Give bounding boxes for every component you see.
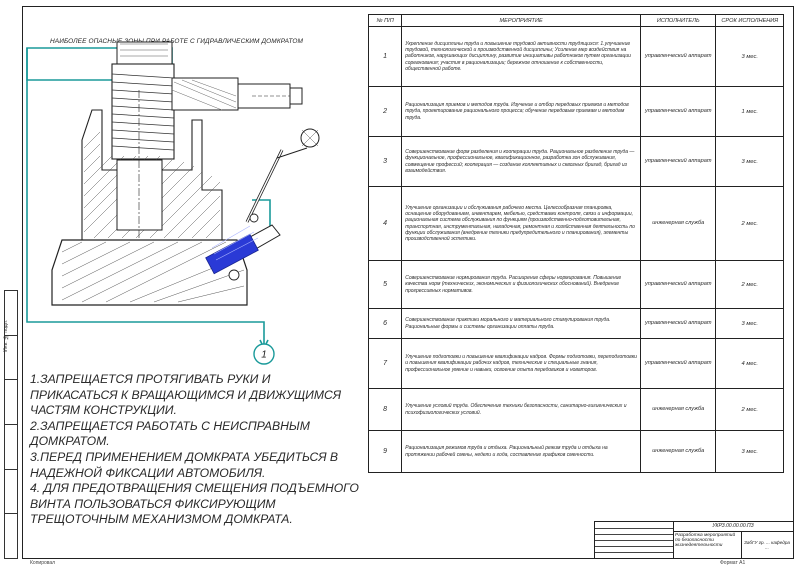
row-num: 4 [367, 186, 403, 261]
sidebar-stamp [4, 290, 18, 559]
organization: ЗабГУ гр. ... кафедра ... [744, 540, 790, 550]
title-block-signatures [595, 522, 674, 558]
document-name: Разработка мероприятий по безопасности ж… [675, 533, 736, 549]
row-text: Рационализация приемов и методов труда. … [401, 86, 641, 137]
rule-item: 4. ДЛЯ ПРЕДОТВРАЩЕНИЯ СМЕЩЕНИЯ ПОДЪЕМНОГ… [30, 481, 359, 527]
row-exec: управленческий аппарат [639, 136, 717, 187]
header-executor: ИСПОЛНИТЕЛЬ [639, 14, 717, 27]
table-row: 4 Улучшение организации и обслуживания р… [367, 186, 784, 261]
sidebar-label: Инв. № подл. [3, 320, 9, 352]
header-term: СРОК ИСПОЛНЕНИЯ [715, 14, 784, 27]
table-header-row: № П/П МЕРОПРИЯТИЕ ИСПОЛНИТЕЛЬ СРОК ИСПОЛ… [367, 14, 784, 27]
callout-number: 1 [261, 350, 267, 361]
safety-rules: 1.ЗАПРЕЩАЕТСЯ ПРОТЯГИВАТЬ РУКИ И ПРИКАСА… [30, 372, 360, 528]
rule-item: 2.ЗАПРЕЩАЕТСЯ РАБОТАТЬ С НЕИСПРАВНЫМ ДОМ… [30, 418, 310, 449]
row-num: 3 [367, 136, 403, 187]
row-exec: управленческий аппарат [639, 86, 717, 137]
row-exec: управленческий аппарат [639, 338, 717, 389]
header-measure: МЕРОПРИЯТИЕ [401, 14, 641, 27]
row-num: 1 [367, 26, 403, 87]
row-exec: инженерная служба [639, 388, 717, 431]
footer-left: Копировал [30, 560, 56, 566]
table-row: 3 Совершенствование форм разделения и ко… [367, 136, 784, 187]
title-block: УКРЗ.00.00.00.ПЗ Разработка мероприятий … [594, 521, 794, 559]
row-term: 2 мес. [715, 186, 784, 261]
drawing-frame [22, 6, 794, 559]
row-text: Улучшение организации и обслуживания раб… [401, 186, 641, 261]
rule-item: 3.ПЕРЕД ПРИМЕНЕНИЕМ ДОМКРАТА УБЕДИТЬСЯ В… [30, 449, 339, 480]
hydraulic-jack-drawing: 1 [26, 41, 320, 365]
row-exec: инженерная служба [639, 186, 717, 261]
row-num: 8 [367, 388, 403, 431]
row-text: Совершенствование практики морального и … [401, 308, 641, 339]
row-num: 7 [367, 338, 403, 389]
row-num: 2 [367, 86, 403, 137]
row-term: 3 мес. [715, 136, 784, 187]
row-term: 3 мес. [715, 308, 784, 339]
row-term: 3 мес. [715, 26, 784, 87]
table-row: 5 Совершенствование нормирования труда. … [367, 260, 784, 309]
row-exec: управленческий аппарат [639, 26, 717, 87]
footer-right: Формат А1 [720, 560, 746, 566]
row-term: 4 мес. [715, 338, 784, 389]
table-row: 8 Улучшение условий труда. Обеспечение т… [367, 388, 784, 431]
table-row: 6 Совершенствование практики морального … [367, 308, 784, 339]
row-num: 5 [367, 260, 403, 309]
row-exec: управленческий аппарат [639, 308, 717, 339]
measures-table: № П/П МЕРОПРИЯТИЕ ИСПОЛНИТЕЛЬ СРОК ИСПОЛ… [367, 14, 784, 473]
row-num: 9 [367, 430, 403, 473]
row-term: 3 мес. [715, 430, 784, 473]
row-num: 6 [367, 308, 403, 339]
table-row: 1 Укрепление дисциплины труда и повышени… [367, 26, 784, 87]
hazard-zone-boundary [26, 48, 265, 348]
row-text: Совершенствование нормирования труда. Ра… [401, 260, 641, 309]
row-text: Рационализация режимов труда и отдыха. Р… [401, 430, 641, 473]
row-exec: инженерная служба [639, 430, 717, 473]
row-text: Улучшение подготовки и повышение квалифи… [401, 338, 641, 389]
row-term: 2 мес. [715, 260, 784, 309]
table-row: 7 Улучшение подготовки и повышение квали… [367, 338, 784, 389]
table-row: 9 Рационализация режимов труда и отдыха.… [367, 430, 784, 473]
rule-item: 1.ЗАПРЕЩАЕТСЯ ПРОТЯГИВАТЬ РУКИ И ПРИКАСА… [30, 372, 342, 418]
callout-circle [253, 343, 275, 365]
row-exec: управленческий аппарат [639, 260, 717, 309]
row-term: 2 мес. [715, 388, 784, 431]
document-code: УКРЗ.00.00.00.ПЗ [673, 522, 793, 532]
row-term: 1 мес. [715, 86, 784, 137]
row-text: Укрепление дисциплины труда и повышение … [401, 26, 641, 87]
table-row: 2 Рационализация приемов и методов труда… [367, 86, 784, 137]
pump-cylinder-highlight [205, 233, 259, 275]
row-text: Совершенствование форм разделения и кооп… [401, 136, 641, 187]
row-text: Улучшение условий труда. Обеспечение тех… [401, 388, 641, 431]
header-num: № П/П [367, 14, 403, 27]
drawing-title: Наиболее опасные зоны при работе с гидра… [50, 38, 304, 45]
